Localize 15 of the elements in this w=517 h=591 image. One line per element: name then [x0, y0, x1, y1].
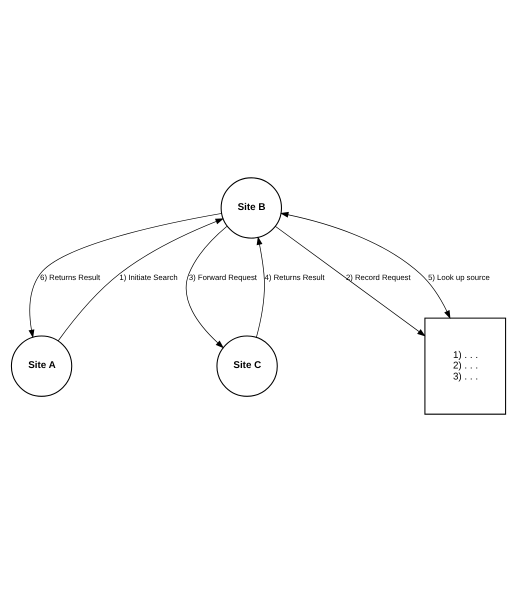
- arrow: [58, 218, 224, 341]
- node-circle: Site B: [220, 176, 282, 238]
- edge-label: 6) Returns Result: [40, 272, 100, 282]
- arrow: [280, 211, 450, 318]
- arrow: [186, 225, 228, 348]
- node-circle: Site A: [10, 334, 72, 396]
- edge-label: 1) Initiate Search: [119, 272, 178, 282]
- arrow: [275, 226, 426, 336]
- arrow: [256, 236, 265, 338]
- edge-label: 2) Record Request: [346, 272, 411, 282]
- edge-label: 4) Returns Result: [264, 272, 325, 282]
- edge-label: 5) Look up source: [428, 272, 490, 282]
- edge-label: 3) Forward Request: [188, 272, 257, 282]
- node-box: 1) . . . 2) . . . 3) . . .: [424, 317, 506, 414]
- arrow: [28, 212, 222, 338]
